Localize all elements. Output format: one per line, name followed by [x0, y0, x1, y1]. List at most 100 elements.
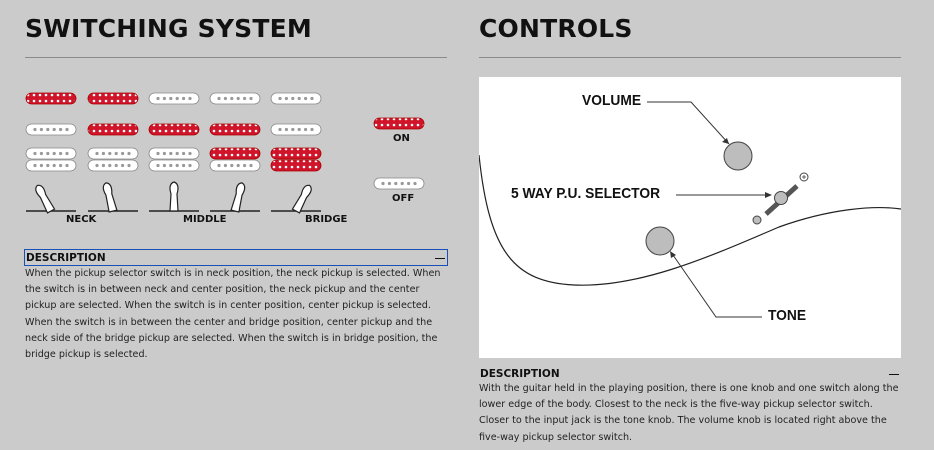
legend-on-pickup [373, 117, 425, 130]
pole-piece [127, 163, 131, 168]
middle-position-label: MIDDLE [183, 214, 227, 225]
bridge-pickup-coil [209, 159, 261, 172]
bridge-pickup-coil [25, 147, 77, 160]
left-description-label: DESCRIPTION [26, 251, 106, 264]
pole-piece [162, 151, 166, 156]
bridge-pickup-coil [148, 147, 200, 160]
pole-piece [387, 181, 391, 186]
neck-pickup [87, 92, 139, 105]
bridge-pickup-coil [270, 159, 322, 172]
left-description-text: When the pickup selector switch is in ne… [25, 268, 441, 361]
pole-piece [114, 151, 118, 156]
pole-piece [304, 127, 308, 132]
switch-lever [169, 181, 179, 212]
pole-piece [230, 96, 234, 101]
switch-lever [35, 184, 56, 214]
neck-pickup [209, 92, 261, 105]
pole-piece [175, 96, 179, 101]
bridge-pickup-coil [270, 147, 322, 160]
pole-piece [169, 163, 173, 168]
pole-piece [278, 127, 282, 132]
pole-piece [291, 96, 295, 101]
pole-piece [65, 127, 69, 132]
pole-piece [59, 127, 63, 132]
pole-piece [381, 181, 385, 186]
pole-piece [39, 163, 43, 168]
pole-piece [95, 163, 99, 168]
pole-piece [278, 96, 282, 101]
switch-lever [230, 182, 246, 213]
bridge-pickup-coil [87, 147, 139, 160]
right-description-text: With the guitar held in the playing posi… [479, 383, 899, 443]
pole-piece [169, 96, 173, 101]
pole-piece [236, 163, 240, 168]
pole-piece [162, 163, 166, 168]
pole-piece [304, 96, 308, 101]
pole-piece [46, 163, 50, 168]
bridge-pickup-coil [148, 159, 200, 172]
pole-piece [33, 163, 37, 168]
pole-piece [310, 96, 314, 101]
pole-piece [291, 127, 295, 132]
pole-piece [46, 151, 50, 156]
middle-pickup [270, 123, 322, 136]
neck-position-label: NECK [66, 214, 97, 225]
pole-piece [121, 151, 125, 156]
pole-piece [59, 151, 63, 156]
pole-piece [39, 127, 43, 132]
pole-piece [217, 96, 221, 101]
pole-piece [182, 151, 186, 156]
off-legend-label: OFF [392, 193, 415, 204]
pole-piece [230, 163, 234, 168]
bridge-pickup-coil [209, 147, 261, 160]
right-description-header[interactable]: DESCRIPTION [479, 366, 901, 381]
middle-pickup [25, 123, 77, 136]
tone-label: TONE [768, 307, 807, 324]
pole-piece [394, 181, 398, 186]
bridge-pickup-coil [87, 159, 139, 172]
pole-piece [59, 163, 63, 168]
switching-diagram [25, 92, 425, 214]
pole-piece [156, 96, 160, 101]
pole-piece [243, 163, 247, 168]
pole-piece [65, 151, 69, 156]
middle-pickup [209, 123, 261, 136]
pole-piece [249, 163, 253, 168]
bridge-position-label: BRIDGE [305, 214, 348, 225]
on-legend-label: ON [393, 133, 410, 144]
pole-piece [407, 181, 411, 186]
collapse-icon[interactable] [434, 252, 446, 264]
controls-diagram: VOLUME 5 WAY P.U. SELECTOR TONE [479, 77, 901, 358]
pole-piece [162, 96, 166, 101]
legend-off-pickup [373, 177, 425, 190]
neck-pickup [25, 92, 77, 105]
pole-piece [249, 96, 253, 101]
pole-piece [413, 181, 417, 186]
pole-piece [236, 96, 240, 101]
pole-piece [156, 151, 160, 156]
pole-piece [108, 151, 112, 156]
pole-piece [52, 127, 56, 132]
switch-lever [291, 184, 312, 214]
pole-piece [156, 163, 160, 168]
pole-piece [223, 96, 227, 101]
pole-piece [243, 96, 247, 101]
pole-piece [108, 163, 112, 168]
collapse-icon[interactable] [888, 368, 900, 380]
middle-pickup [148, 123, 200, 136]
pole-piece [95, 151, 99, 156]
pole-piece [169, 151, 173, 156]
pole-piece [101, 163, 105, 168]
pole-piece [217, 163, 221, 168]
pole-piece [121, 163, 125, 168]
pole-piece [52, 151, 56, 156]
left-description-header[interactable]: DESCRIPTION [24, 249, 448, 266]
neck-pickup [148, 92, 200, 105]
pole-piece [46, 127, 50, 132]
pole-piece [182, 163, 186, 168]
pole-piece [101, 151, 105, 156]
pole-piece [52, 163, 56, 168]
volume-label: VOLUME [582, 92, 642, 109]
right-title-divider [479, 57, 901, 58]
pole-piece [223, 163, 227, 168]
